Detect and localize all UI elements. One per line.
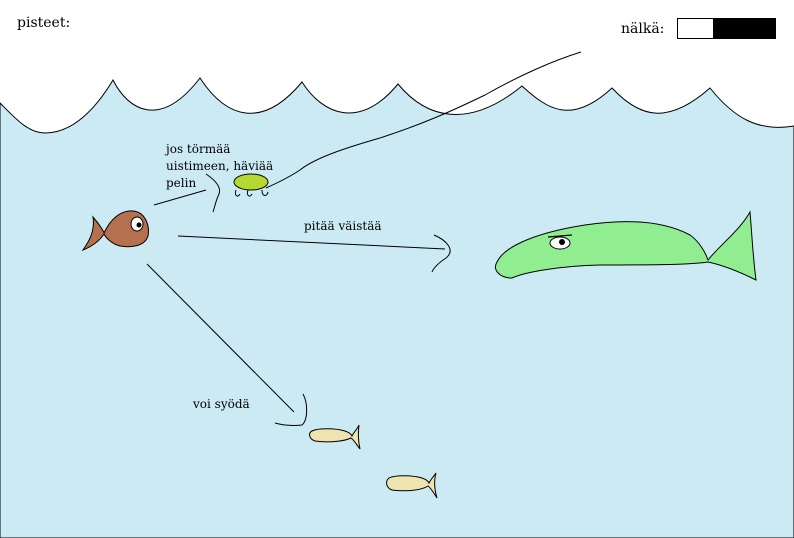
lure-pointer [153,189,207,206]
predator-fish [495,210,757,281]
avoid-label: pitää väistää [304,219,382,233]
avoid-arrow [177,235,446,250]
lure-warning-line-2: uistimeen, häviää [166,159,274,173]
hunger-label: nälkä: [621,21,665,37]
eat-arrow [146,263,295,413]
edible-label: voi syödä [193,397,250,411]
score-label: pisteet: [17,15,71,31]
prey-fish[interactable] [386,472,438,499]
water [0,77,794,538]
lure-warning-line-3: pelin [166,176,197,190]
prey-fish[interactable] [309,424,361,450]
eat-arrowhead [274,393,308,426]
fishing-lure [233,173,269,197]
player-fish[interactable] [81,210,149,252]
annotation-arrows [146,173,451,426]
hunger-meter [677,18,776,39]
lure-warning-line-1: jos törmää [166,142,231,156]
avoid-arrowhead [431,234,451,273]
lure-bracket [205,173,221,213]
fishing-line [265,51,582,189]
hunger-meter-fill [678,19,713,38]
